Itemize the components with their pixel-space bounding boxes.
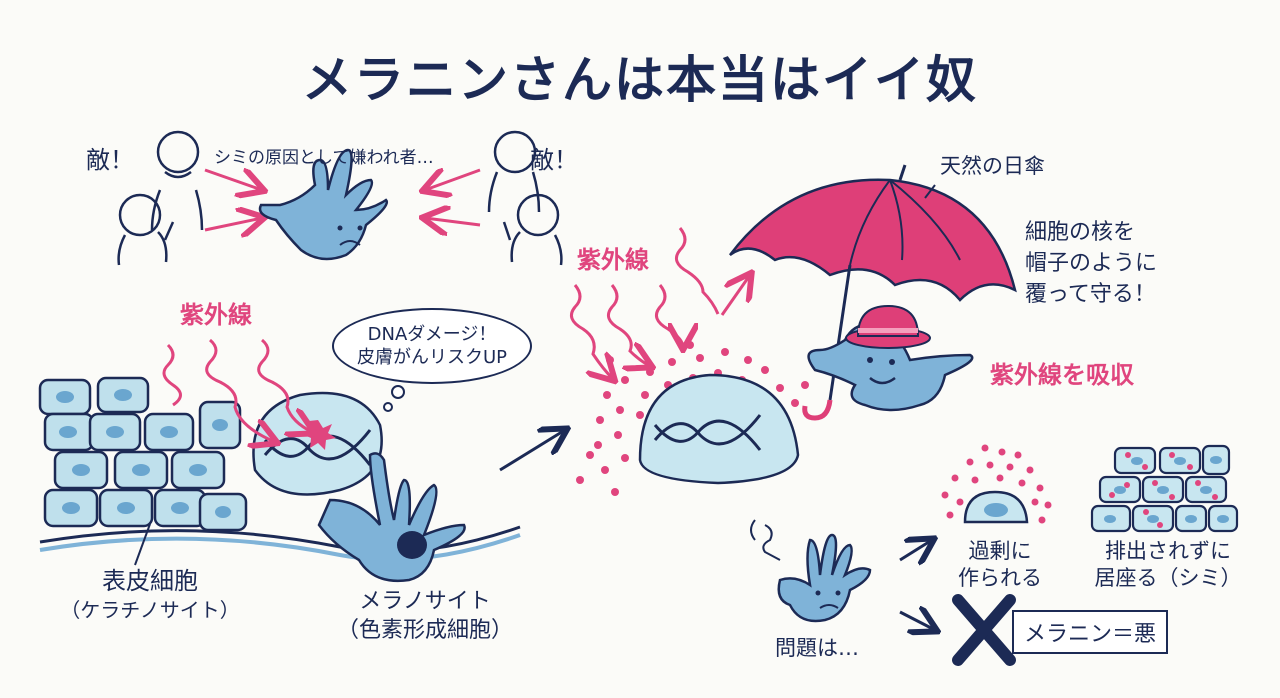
stays-spot-label: 排出されずに 居座る（シミ）	[1088, 538, 1248, 593]
uv-label-left: 紫外線	[180, 301, 252, 329]
enemy-label-right: 敵！	[530, 146, 578, 174]
overproduced-label: 過剰に 作られる	[955, 538, 1045, 593]
happy-melanin-character	[807, 304, 974, 412]
overproduced-melanin-cell	[941, 444, 1052, 524]
uv-ray-arrows	[569, 227, 750, 379]
protect-line-1: 細胞の核を	[1025, 220, 1136, 245]
keratinocyte-label-sub: （ケラチノサイト）	[60, 598, 240, 623]
bubble-line-1: DNAダメージ！	[367, 323, 497, 345]
protected-nucleus	[638, 373, 800, 485]
overproduced-line-1: 過剰に	[968, 539, 1032, 563]
angry-person-icon	[117, 193, 175, 266]
bubble-line-2: 皮膚がんリスクUP	[356, 347, 508, 368]
absorb-uv-label: 紫外線を吸収	[990, 361, 1134, 389]
problem-label: 問題は…	[775, 636, 859, 660]
melanocyte-label: メラノサイト （色素形成細胞）	[315, 588, 535, 645]
umbrella-icon	[729, 164, 1017, 421]
sad-melanin-character	[258, 148, 389, 261]
natural-parasol-label: 天然の日傘	[940, 154, 1045, 178]
leader-line	[134, 523, 151, 566]
stays-line-1: 排出されずに	[1105, 539, 1231, 563]
transition-arrow	[499, 430, 565, 472]
keratinocyte-label-main: 表皮細胞	[102, 567, 198, 595]
page-title: メラニンさんは本当はイイ奴	[302, 51, 978, 109]
disliked-caption: シミの原因として嫌われ者…	[214, 148, 434, 168]
dna-damage-speech-bubble: DNAダメージ！ 皮膚がんリスクUP	[332, 308, 532, 384]
leader-line	[924, 184, 936, 199]
blame-arrows	[204, 170, 481, 230]
protect-nucleus-text: 細胞の核を 帽子のように 覆って守る！	[1025, 218, 1157, 310]
protect-line-2: 帽子のように	[1025, 250, 1158, 276]
basement-membrane	[39, 525, 521, 553]
cross-mark-icon	[952, 594, 1016, 666]
damaged-nucleus	[252, 391, 383, 496]
scribble-worry-icon	[750, 519, 781, 561]
angry-person-icon	[150, 130, 204, 231]
keratinocyte-label: 表皮細胞 （ケラチノサイト）	[50, 566, 250, 623]
worried-melanin-character	[750, 519, 872, 623]
arrow-to-wrong-statement	[899, 612, 935, 630]
melanocyte-label-sub: （色素形成細胞）	[336, 617, 513, 643]
arrow-to-overproduced	[899, 540, 932, 560]
thought-dot	[383, 402, 393, 412]
melanin-spots	[1109, 452, 1218, 528]
wrong-statement-box: メラニン＝悪	[1012, 610, 1168, 654]
angry-person-icon	[502, 193, 563, 266]
melanocyte-cell	[317, 452, 466, 583]
overproduced-line-2: 作られる	[958, 566, 1042, 591]
stays-line-2: 居座る（シミ）	[1094, 566, 1242, 591]
angry-person-icon	[487, 130, 541, 213]
enemy-label-left: 敵！	[86, 146, 134, 174]
uv-label-center: 紫外線	[577, 246, 649, 274]
thought-dot	[391, 385, 405, 399]
melanocyte-nucleus	[397, 531, 427, 559]
melanocyte-label-main: メラノサイト	[359, 589, 491, 614]
uv-ray-arrows	[162, 338, 312, 442]
cell-nuclei	[56, 389, 231, 518]
protect-line-3: 覆って守る！	[1025, 281, 1156, 307]
